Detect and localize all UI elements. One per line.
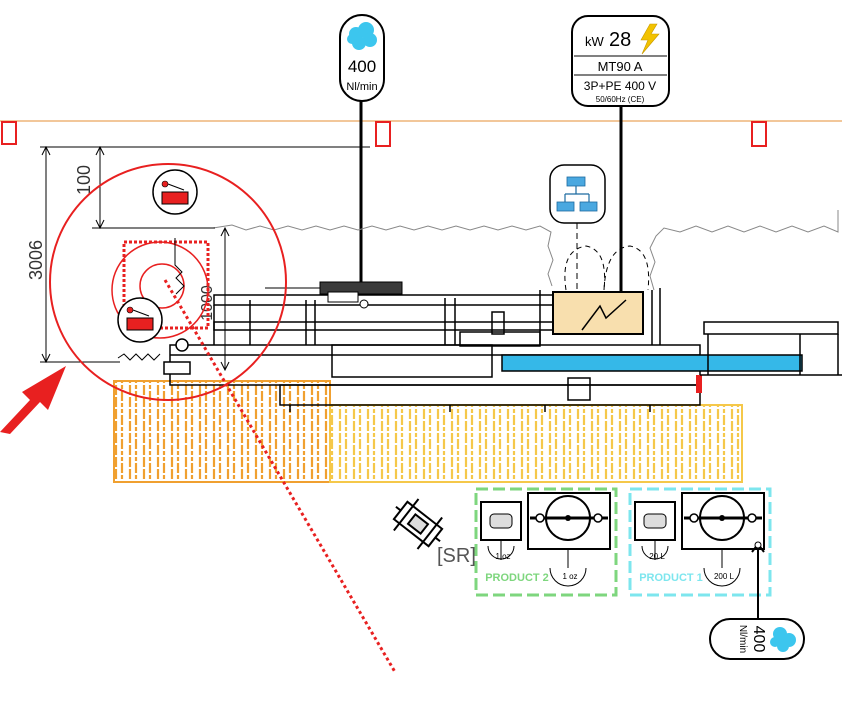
- ceiling-beam: [0, 120, 842, 147]
- product-1-label: PRODUCT 1: [639, 572, 703, 584]
- output-conveyor: [501, 321, 842, 393]
- dim-total-height: 3006: [26, 240, 46, 280]
- electrical-supply-badge: kW 28 MT90 A 3P+PE 400 V 50/60Hz (CE): [571, 15, 670, 107]
- zone-yellow: [329, 404, 743, 483]
- detail-zoom: [49, 163, 287, 401]
- guard-outline: [212, 224, 554, 287]
- air-supply-bottom-badge: 400 Nl/min: [709, 618, 805, 660]
- air-top-unit: Nl/min: [346, 81, 377, 93]
- product-1-big-tank-volume: 200 L: [714, 572, 735, 581]
- product-2-station: 1 oz 1 oz PRODUCT 2: [474, 487, 618, 597]
- beam-hanger-right: [751, 121, 767, 147]
- air-bottom-value: 400: [750, 626, 767, 653]
- product-1-station: 20 L 200 L PRODUCT 1: [628, 487, 772, 597]
- supply-frequency: 50/60Hz (CE): [596, 95, 645, 104]
- air-top-value: 400: [348, 57, 376, 76]
- supply-voltage: 3P+PE 400 V: [584, 79, 656, 93]
- zone-orange: [113, 380, 331, 483]
- entry-arrow-icon: [0, 366, 66, 434]
- safety-sensor-icon: [161, 191, 189, 205]
- air-supply-top-badge: 400 Nl/min: [339, 14, 385, 102]
- electrical-cabinet: [552, 291, 644, 335]
- sr-label: [SR]: [437, 545, 476, 567]
- network-diagram-icon: [556, 176, 598, 212]
- guard-outline-right: [649, 210, 839, 291]
- kw-label: kW: [585, 34, 605, 49]
- floor-zones: [113, 380, 743, 483]
- safety-sensor-top-badge: [152, 169, 198, 215]
- product-2-label: PRODUCT 2: [485, 572, 549, 584]
- lightning-bolt-icon: [640, 23, 660, 55]
- beam-hanger-mid: [375, 121, 391, 147]
- safety-sensor-icon: [126, 317, 154, 331]
- beam-hanger-left: [1, 121, 17, 145]
- safety-sensor-bottom-badge: [117, 297, 163, 343]
- product-2-big-tank-volume: 1 oz: [562, 572, 577, 581]
- pneumatic-cylinder: [265, 281, 403, 309]
- kw-value: 28: [609, 29, 631, 51]
- air-cloud-icon: [347, 22, 377, 50]
- dim-upper: 100: [74, 165, 94, 195]
- air-cloud-icon: [770, 627, 796, 652]
- safety-dotted-line: [163, 279, 397, 673]
- network-badge: [549, 164, 650, 291]
- product-2-small-tank-volume: 1 oz: [495, 552, 510, 561]
- reel-sr-icon: [392, 498, 444, 550]
- breaker-rating: MT90 A: [598, 59, 643, 74]
- product-1-small-tank-volume: 20 L: [649, 552, 665, 561]
- air-bottom-unit: Nl/min: [737, 625, 748, 653]
